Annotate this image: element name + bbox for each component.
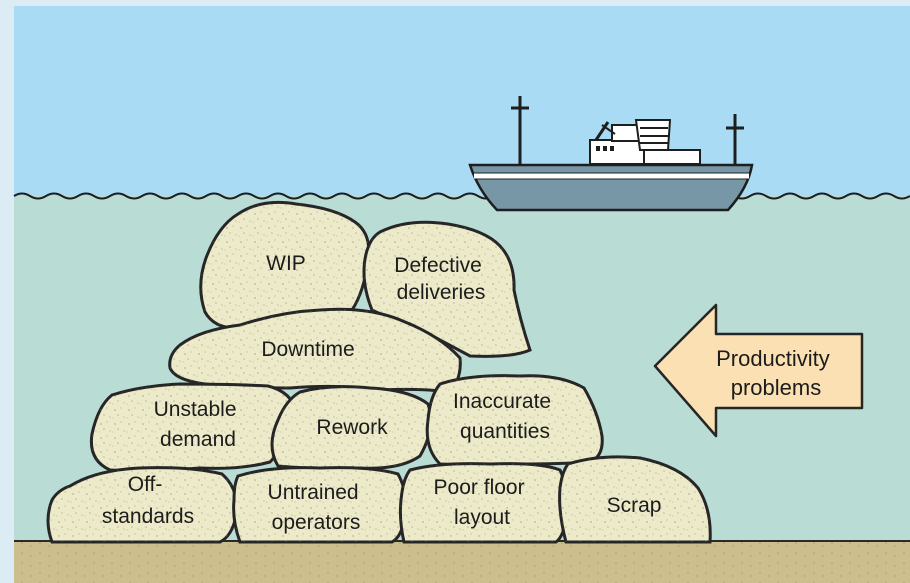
rock-off-standards: [46, 466, 239, 544]
label-poor-floor-layout: Poor floor layout: [434, 476, 531, 529]
arrow-label: Productivity problems: [716, 346, 836, 400]
label-downtime: Downtime: [261, 338, 354, 361]
rock-rework: [270, 385, 433, 471]
rock-inaccurate-quantities: [425, 374, 604, 467]
rock-scrap: [558, 455, 712, 544]
rock-pile: [46, 200, 712, 544]
rock-poor-floor-layout: [398, 462, 570, 544]
label-defective-deliveries: Defective deliveries: [394, 254, 487, 304]
rock-unstable-demand: [89, 382, 298, 473]
rock-downtime: [168, 307, 462, 394]
rock-labels: WIP Defective deliveries Downtime Unstab…: [102, 252, 662, 534]
rock-defective-deliveries: [362, 220, 532, 358]
rock-untrained-operators: [232, 466, 408, 544]
label-inaccurate-quantities: Inaccurate quantities: [453, 390, 557, 443]
label-untrained-operators: Untrained operators: [268, 481, 365, 534]
sky: [14, 6, 910, 196]
label-off-standards: Off- standards: [102, 473, 194, 528]
rock-wip: [199, 200, 371, 330]
productivity-problems-arrow: Productivity problems: [653, 303, 864, 438]
label-unstable-demand: Unstable demand: [154, 398, 243, 451]
ship-icon: [468, 96, 754, 212]
label-wip: WIP: [266, 252, 306, 275]
label-scrap: Scrap: [607, 494, 662, 517]
label-rework: Rework: [316, 416, 388, 439]
water-surface-line: [13, 192, 910, 200]
